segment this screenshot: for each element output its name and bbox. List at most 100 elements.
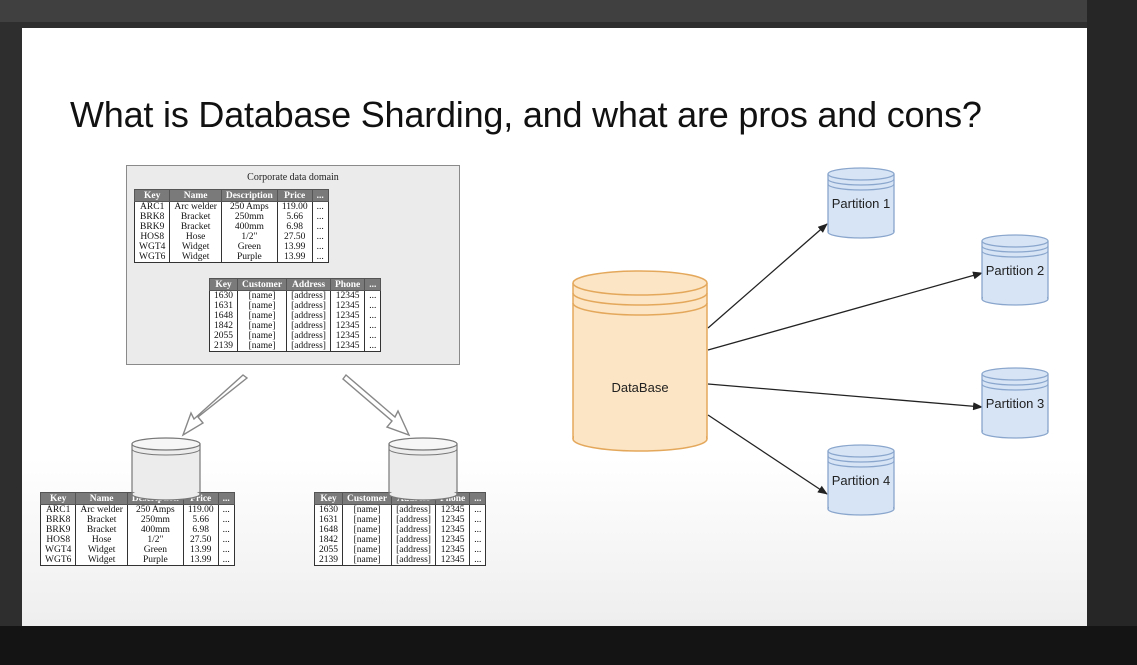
table-header-cell: Phone bbox=[434, 492, 471, 505]
table-cell: Purple bbox=[220, 252, 278, 263]
table-cell: Purple bbox=[126, 555, 184, 566]
table-cell: [address] bbox=[286, 311, 331, 321]
table-cell: 12345 bbox=[434, 525, 471, 535]
partition-cylinder-2: Partition 2 bbox=[981, 234, 1049, 306]
table-cell: Widget bbox=[75, 555, 128, 566]
table-cell: 250mm bbox=[126, 515, 184, 525]
table-cell: [name] bbox=[341, 555, 393, 566]
table-cell: ARC1 bbox=[39, 504, 77, 515]
table-cell: ... bbox=[469, 535, 487, 545]
table-cell: ... bbox=[311, 242, 329, 252]
table-cell: Arc welder bbox=[169, 201, 222, 212]
table-cell: [name] bbox=[341, 545, 393, 555]
table-header-cell: Customer bbox=[236, 278, 288, 291]
table-header-cell: ... bbox=[311, 189, 329, 202]
table-cell: Bracket bbox=[75, 515, 128, 525]
shard-cylinder-left bbox=[131, 437, 201, 501]
table-header-cell: Key bbox=[133, 189, 171, 202]
table-cell: BRK9 bbox=[39, 525, 77, 535]
table-row: 1842[name][address]12345... bbox=[209, 321, 382, 331]
database-cylinder: DataBase bbox=[572, 270, 708, 452]
table-header-cell: Name bbox=[75, 492, 128, 505]
table-cell: 1/2" bbox=[220, 232, 278, 242]
table-cell: 1648 bbox=[209, 311, 238, 321]
table-cell: ... bbox=[364, 301, 382, 311]
table-cell: [address] bbox=[286, 341, 331, 352]
table-cell: 12345 bbox=[434, 504, 471, 515]
table-cell: ... bbox=[364, 341, 382, 352]
arrow-to-partition-1 bbox=[707, 223, 828, 329]
table-cell: 12345 bbox=[434, 555, 471, 566]
partition-label-1: Partition 1 bbox=[832, 196, 891, 211]
table-cell: Bracket bbox=[169, 212, 222, 222]
table-row: 1648[name][address]12345... bbox=[314, 525, 487, 535]
table-cell: 2055 bbox=[209, 331, 238, 341]
table-cell: 5.66 bbox=[276, 212, 313, 222]
table-cell: WGT4 bbox=[133, 242, 171, 252]
table-cell: [address] bbox=[286, 290, 331, 301]
table-header-cell: Price bbox=[182, 492, 219, 505]
table-cell: 6.98 bbox=[276, 222, 313, 232]
table-cell: 250 Amps bbox=[126, 504, 184, 515]
window-right-frame bbox=[1087, 0, 1137, 665]
table-cell: 1631 bbox=[314, 515, 343, 525]
table-header-cell: Description bbox=[126, 492, 184, 505]
table-cell: ... bbox=[311, 232, 329, 242]
table-cell: 250mm bbox=[220, 212, 278, 222]
table-cell: [address] bbox=[286, 331, 331, 341]
table-cell: ... bbox=[364, 331, 382, 341]
table-cell: ... bbox=[311, 252, 329, 263]
table-cell: 1842 bbox=[314, 535, 343, 545]
table-cell: ... bbox=[469, 504, 487, 515]
partition-label-3: Partition 3 bbox=[986, 396, 1045, 411]
window-top-frame bbox=[0, 0, 1137, 22]
table-cell: [name] bbox=[341, 535, 393, 545]
table-cell: [name] bbox=[236, 321, 288, 331]
table-header-cell: Key bbox=[209, 278, 238, 291]
table-cell: 12345 bbox=[329, 290, 366, 301]
table-header-cell: Name bbox=[169, 189, 222, 202]
table-cell: 1/2" bbox=[126, 535, 184, 545]
table-cell: 5.66 bbox=[182, 515, 219, 525]
table-cell: 13.99 bbox=[182, 555, 219, 566]
table-cell: ... bbox=[469, 515, 487, 525]
table-cell: Widget bbox=[169, 242, 222, 252]
partition-label-2: Partition 2 bbox=[986, 263, 1045, 278]
table-cell: BRK8 bbox=[39, 515, 77, 525]
arrow-to-partition-3 bbox=[707, 383, 983, 411]
table-header-cell: Key bbox=[314, 492, 343, 505]
table-header-cell: ... bbox=[469, 492, 487, 505]
table-cell: ... bbox=[311, 222, 329, 232]
table-row: 1631[name][address]12345... bbox=[209, 301, 382, 311]
table-cell: 119.00 bbox=[182, 504, 219, 515]
window-bottom-frame bbox=[0, 626, 1137, 665]
table-cell: [name] bbox=[236, 290, 288, 301]
table-cell: Bracket bbox=[169, 222, 222, 232]
table-cell: WGT6 bbox=[133, 252, 171, 263]
table-cell: 12345 bbox=[434, 545, 471, 555]
table-header-cell: Address bbox=[391, 492, 436, 505]
table-header-cell: Phone bbox=[329, 278, 366, 291]
table-cell: ... bbox=[311, 212, 329, 222]
corporate-data-domain-caption: Corporate data domain bbox=[247, 172, 339, 183]
table-cell: 13.99 bbox=[182, 545, 219, 555]
table-cell: 6.98 bbox=[182, 525, 219, 535]
table-header-cell: Address bbox=[286, 278, 331, 291]
table-cell: 13.99 bbox=[276, 242, 313, 252]
table-header-cell: Price bbox=[276, 189, 313, 202]
table-cell: Widget bbox=[169, 252, 222, 263]
table-cell: 27.50 bbox=[182, 535, 219, 545]
table-cell: 13.99 bbox=[276, 252, 313, 263]
table-cell: BRK9 bbox=[133, 222, 171, 232]
table-row: 1842[name][address]12345... bbox=[314, 535, 487, 545]
table-cell: 400mm bbox=[126, 525, 184, 535]
